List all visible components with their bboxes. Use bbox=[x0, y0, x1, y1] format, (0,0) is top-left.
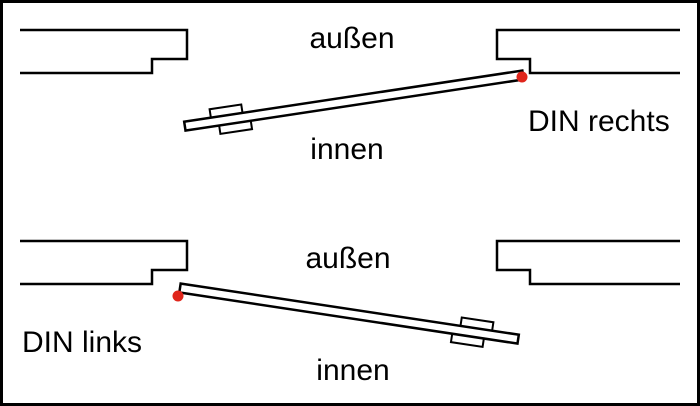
wall-right bbox=[495, 28, 680, 75]
din-rechts-label: DIN rechts bbox=[528, 105, 670, 138]
din-links-section: außen innen DIN links bbox=[20, 239, 680, 387]
door-leaf bbox=[177, 282, 521, 346]
door-leaf-group bbox=[177, 282, 521, 349]
door-leaf bbox=[182, 69, 526, 133]
outside-label: außen bbox=[309, 22, 394, 55]
din-rechts-section: außen innen DIN rechts bbox=[20, 22, 680, 166]
inside-label: innen bbox=[310, 133, 383, 166]
wall-left bbox=[20, 239, 189, 286]
door-leaf-group bbox=[182, 69, 526, 136]
hinge-dot bbox=[172, 290, 184, 302]
wall-left bbox=[20, 28, 189, 75]
wall-right bbox=[495, 239, 680, 286]
din-links-label: DIN links bbox=[22, 326, 142, 359]
hinge-dot bbox=[516, 71, 528, 83]
outside-label: außen bbox=[305, 242, 390, 275]
inside-label: innen bbox=[316, 354, 389, 387]
